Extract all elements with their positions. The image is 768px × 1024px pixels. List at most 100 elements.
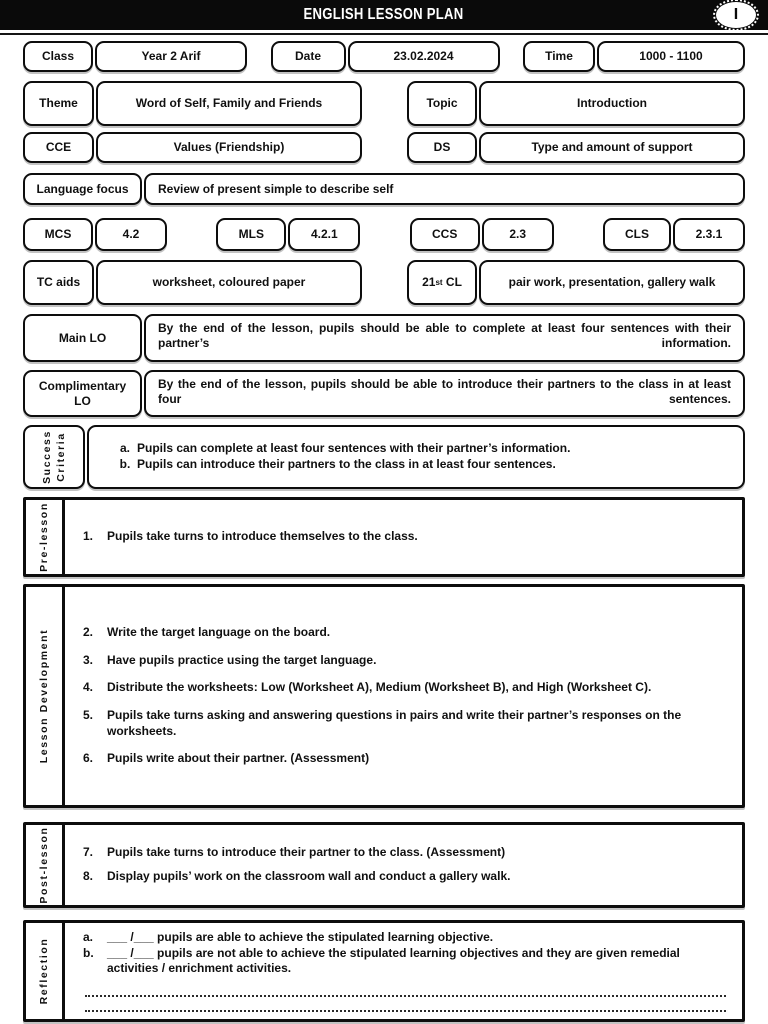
mls-label: MLS	[216, 218, 287, 251]
item-text: Write the target language on the board.	[107, 625, 331, 640]
item-text: Display pupils’ work on the classroom wa…	[107, 869, 511, 883]
post-lesson-label-text: Post-lesson	[38, 826, 50, 904]
topic-value: Introduction	[479, 81, 745, 126]
cce-label: CCE	[23, 132, 94, 163]
page-title: ENGLISH LESSON PLAN	[304, 6, 464, 23]
item-marker: b.	[119, 457, 131, 471]
language-focus-label: Language focus	[23, 173, 142, 205]
reflection-label-text: Reflection	[38, 937, 50, 1005]
row-success-criteria: Success Criteria a. Pupils can complete …	[23, 425, 745, 489]
item-text: Pupils take turns to introduce their par…	[107, 845, 506, 860]
class-value: Year 2 Arif	[95, 41, 247, 72]
lesson-development-label-text: Lesson Development	[38, 628, 50, 764]
lesson-development-label: Lesson Development	[26, 587, 65, 805]
field-main-lo: Main LO By the end of the lesson, pupils…	[23, 314, 745, 362]
21st-cl-label-number: 21	[422, 275, 436, 289]
theme-label: Theme	[23, 81, 94, 126]
list-item: 5. Pupils take turns asking and answerin…	[83, 708, 728, 739]
post-lesson-label: Post-lesson	[26, 825, 65, 905]
item-marker: 7.	[83, 845, 94, 860]
field-topic: Topic Introduction	[407, 81, 745, 126]
list-item: 4. Distribute the worksheets: Low (Works…	[83, 680, 728, 696]
item-text: Pupils take turns asking and answering q…	[107, 708, 682, 738]
list-item: 7. Pupils take turns to introduce their …	[83, 845, 728, 861]
success-criteria-label: Success Criteria	[23, 425, 85, 489]
success-criteria-label-text: Success Criteria	[40, 430, 67, 484]
post-lesson-content: 7. Pupils take turns to introduce their …	[65, 825, 742, 905]
section-lesson-development: Lesson Development 2. Write the target l…	[23, 584, 745, 808]
complimentary-lo-text: By the end of the lesson, pupils should …	[144, 370, 745, 417]
list-item: 3. Have pupils practice using the target…	[83, 653, 728, 669]
reflection-label: Reflection	[26, 923, 65, 1019]
list-item: 6. Pupils write about their partner. (As…	[83, 751, 728, 767]
ds-label: DS	[407, 132, 477, 163]
item-text: ___ /___ pupils are able to achieve the …	[107, 930, 494, 944]
complimentary-lo-label: Complimentary LO	[23, 370, 142, 417]
list-item: 1. Pupils take turns to introduce themse…	[83, 529, 728, 545]
pre-lesson-label-text: Pre-lesson	[38, 502, 50, 572]
section-post-lesson: Post-lesson 7. Pupils take turns to intr…	[23, 822, 745, 908]
section-pre-lesson: Pre-lesson 1. Pupils take turns to intro…	[23, 497, 745, 577]
21st-cl-label-rest: CL	[445, 275, 462, 289]
dotted-line	[85, 985, 726, 997]
field-mcs: MCS 4.2	[23, 218, 167, 251]
field-class: Class Year 2 Arif	[23, 41, 247, 72]
ccs-label: CCS	[409, 218, 480, 251]
field-ccs: CCS 2.3	[409, 218, 554, 251]
field-ds: DS Type and amount of support	[407, 132, 745, 163]
row-language-focus: Language focus Review of present simple …	[23, 173, 745, 205]
item-marker: 5.	[83, 708, 94, 722]
item-marker: 4.	[83, 680, 94, 695]
field-complimentary-lo: Complimentary LO By the end of the lesso…	[23, 370, 745, 417]
cce-value: Values (Friendship)	[96, 132, 362, 163]
field-cce: CCE Values (Friendship)	[23, 132, 362, 163]
list-item: b. Pupils can introduce their partners t…	[113, 457, 737, 473]
item-text: Have pupils practice using the target la…	[107, 652, 377, 667]
ccs-value: 2.3	[481, 218, 554, 251]
date-label: Date	[270, 41, 346, 72]
reflection-write-lines	[83, 985, 728, 1024]
pre-lesson-content: 1. Pupils take turns to introduce themse…	[65, 500, 742, 574]
theme-value: Word of Self, Family and Friends	[96, 81, 362, 126]
field-cls: CLS 2.3.1	[602, 218, 745, 251]
item-text: Pupils write about their partner. (Asses…	[107, 751, 370, 766]
reflection-content: a. ___ /___ pupils are able to achieve t…	[65, 923, 742, 1019]
lesson-development-content: 2. Write the target language on the boar…	[65, 587, 742, 805]
cls-value: 2.3.1	[672, 218, 745, 251]
page-badge: I	[713, 0, 759, 31]
header-divider	[0, 33, 768, 35]
item-marker: b.	[83, 945, 94, 960]
language-focus-value: Review of present simple to describe sel…	[144, 173, 745, 205]
item-marker: a.	[119, 441, 130, 456]
row-cce-ds: CCE Values (Friendship) DS Type and amou…	[23, 132, 745, 163]
item-marker: 3.	[83, 652, 94, 667]
field-tc-aids: TC aids worksheet, coloured paper	[23, 260, 362, 305]
item-marker: 1.	[83, 529, 94, 544]
field-mls: MLS 4.2.1	[216, 218, 361, 251]
main-lo-label: Main LO	[23, 314, 142, 362]
item-marker: 6.	[83, 751, 94, 766]
item-marker: 2.	[83, 625, 94, 640]
class-label: Class	[23, 41, 93, 72]
item-text: Pupils take turns to introduce themselve…	[107, 529, 418, 544]
field-time: Time 1000 - 1100	[523, 41, 745, 72]
list-item: b. ___ /___ pupils are not able to achie…	[83, 946, 728, 977]
list-item: 8. Display pupils’ work on the classroom…	[83, 869, 728, 885]
row-complimentary-lo: Complimentary LO By the end of the lesso…	[23, 370, 745, 417]
item-text: Distribute the worksheets: Low (Workshee…	[107, 680, 652, 695]
field-date: Date 23.02.2024	[270, 41, 500, 72]
item-text: Pupils can introduce their partners to t…	[137, 457, 556, 471]
document-body: Class Year 2 Arif Date 23.02.2024 Time 1…	[0, 35, 768, 1022]
item-marker: a.	[83, 930, 94, 944]
list-item: a. Pupils can complete at least four sen…	[113, 441, 737, 457]
time-label: Time	[523, 41, 595, 72]
list-item: a. ___ /___ pupils are able to achieve t…	[83, 930, 728, 946]
cls-label: CLS	[602, 218, 671, 251]
21st-cl-value: pair work, presentation, gallery walk	[479, 260, 745, 305]
topic-label: Topic	[407, 81, 477, 126]
success-criteria-content: a. Pupils can complete at least four sen…	[87, 425, 745, 489]
field-language-focus: Language focus Review of present simple …	[23, 173, 745, 205]
